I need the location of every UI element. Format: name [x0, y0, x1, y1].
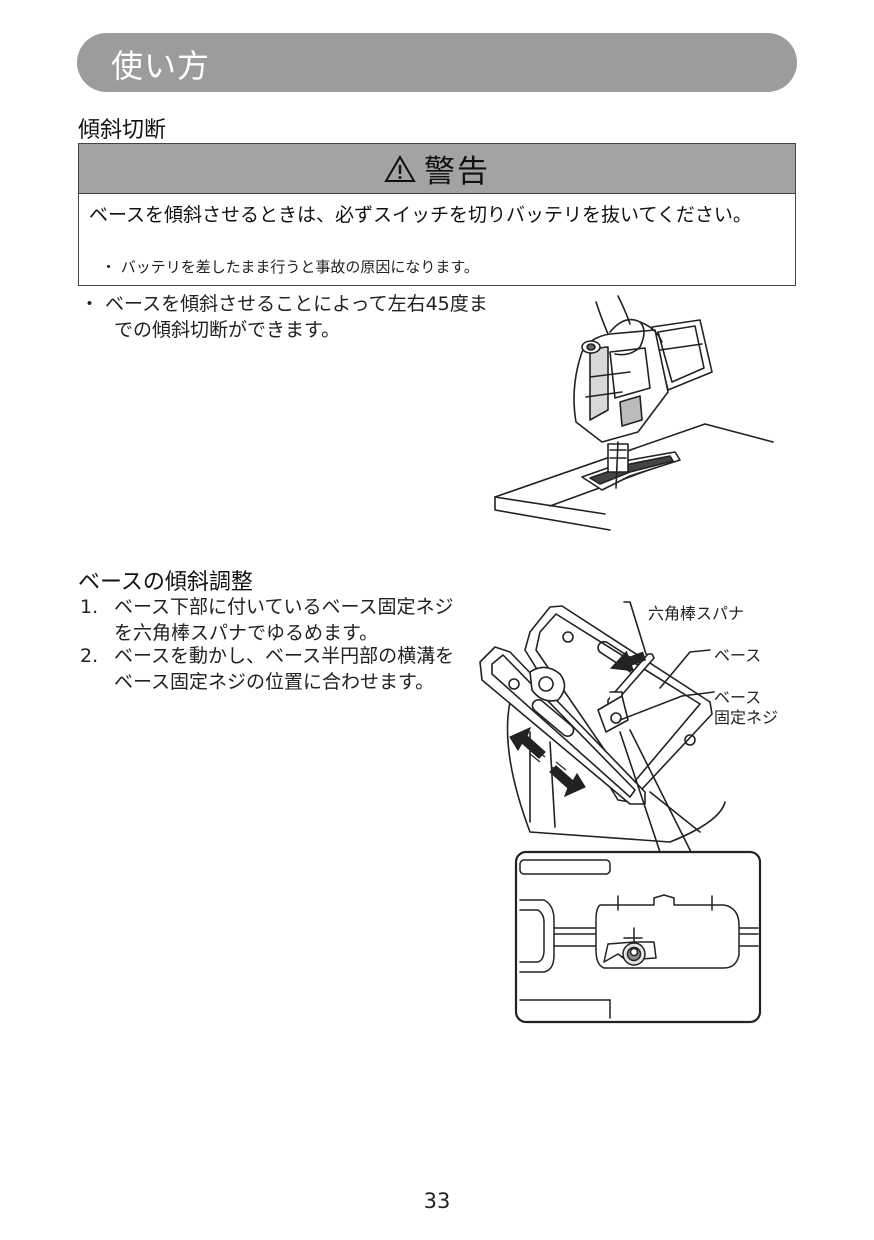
step-number: 1. — [80, 596, 99, 618]
zoom-inset-illustration — [514, 850, 762, 1024]
section-heading-base-adjust: ベースの傾斜調整 — [78, 570, 253, 595]
jigsaw-tilt-illustration — [494, 295, 774, 531]
warning-box: 警告 ベースを傾斜させるときは、必ずスイッチを切りバッテリを抜いてください。 ・… — [78, 143, 796, 286]
screw-label-line1: ベース — [714, 688, 762, 707]
wrench-label: 六角棒スパナ — [648, 604, 745, 623]
step-text: ベース下部に付いているベース固定ネジを六角棒スパナでゆるめます。 — [114, 596, 454, 644]
intro-bullet: ・ ベースを傾斜させることによって左右45度までの傾斜切断ができます。 — [80, 293, 488, 341]
screw-label-line2: 固定ネジ — [714, 708, 779, 727]
warning-triangle-icon — [384, 154, 416, 182]
base-label: ベース — [714, 646, 762, 665]
section-heading-tilt-cut: 傾斜切断 — [78, 118, 167, 143]
warning-main-text: ベースを傾斜させるときは、必ずスイッチを切りバッテリを抜いてください。 — [89, 204, 752, 226]
warning-note: ・ バッテリを差したまま行うと事故の原因になります。 — [101, 258, 479, 276]
page-title: 使い方 — [111, 47, 211, 85]
warning-title: 警告 — [424, 154, 490, 190]
page-number: 33 — [423, 1189, 451, 1213]
step-text: ベースを動かし、ベース半円部の横溝をベース固定ネジの位置に合わせます。 — [114, 645, 455, 693]
step-number: 2. — [80, 645, 99, 667]
warning-header: 警告 — [79, 144, 795, 194]
header-bar: 使い方 — [77, 33, 797, 92]
base-adjust-illustration — [479, 601, 726, 855]
